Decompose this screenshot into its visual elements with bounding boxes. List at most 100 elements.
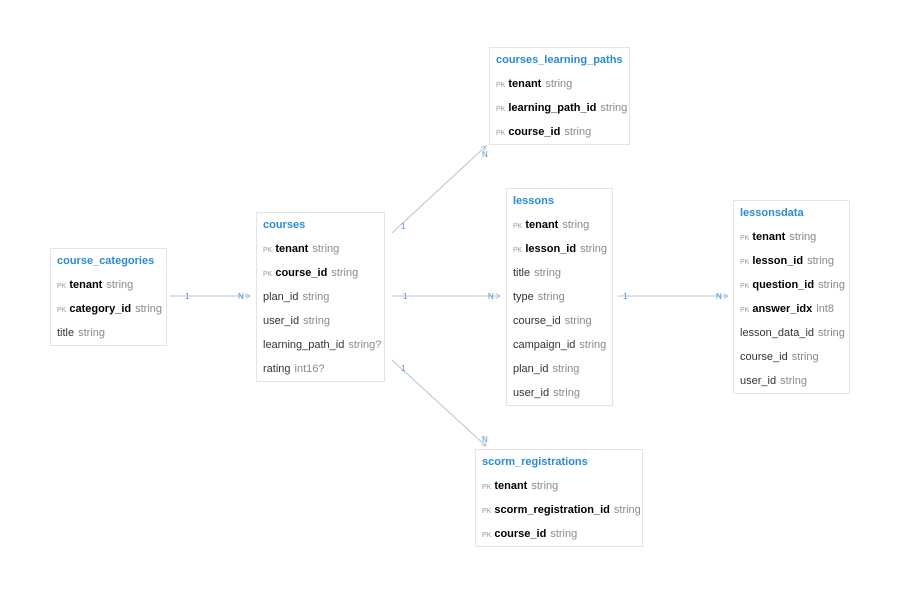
column-name: tenant (508, 78, 542, 90)
cardinality-from-label: 1 (401, 364, 406, 373)
relation-courses-scorm_registrations: 1N (391, 359, 488, 447)
column-type: string (302, 291, 330, 303)
primary-key-badge: PK (513, 247, 523, 254)
column-type: string (550, 528, 578, 540)
primary-key-badge: PK (496, 130, 506, 137)
column-type: string (564, 126, 592, 138)
column-name: type (513, 291, 534, 303)
column-type: string (600, 102, 628, 114)
column-type: string (580, 243, 607, 255)
primary-key-badge: PK (740, 235, 750, 242)
column-name: rating (263, 363, 291, 375)
column-name: course_id (740, 351, 788, 363)
cardinality-to-label: N (482, 150, 488, 159)
column-type: int8 (816, 303, 835, 315)
column-name: tenant (69, 279, 103, 291)
column-type: string (303, 315, 330, 327)
column-name: category_id (69, 303, 132, 315)
relation-line (391, 359, 487, 447)
cardinality-to-label: N (716, 292, 722, 301)
column-name: tenant (752, 231, 786, 243)
primary-key-badge: PK (496, 82, 506, 89)
column-name: course_id (494, 528, 547, 540)
primary-key-badge: PK (57, 307, 67, 314)
arrowhead-icon (245, 293, 252, 299)
column-name: course_id (275, 267, 328, 279)
column-name: tenant (525, 219, 559, 231)
column-type: string (331, 267, 359, 279)
relation-line (391, 145, 487, 234)
table-title: course_categories (57, 255, 155, 267)
table-title: courses_learning_paths (496, 54, 623, 66)
column-name: user_id (263, 315, 300, 327)
primary-key-badge: PK (263, 271, 273, 278)
column-type: string (545, 78, 573, 90)
column-name: plan_id (263, 291, 299, 303)
primary-key-badge: PK (496, 106, 506, 113)
cardinality-from-label: 1 (401, 222, 406, 231)
column-name: question_id (752, 279, 815, 291)
column-name: tenant (494, 480, 528, 492)
arrowhead-icon (723, 293, 730, 299)
primary-key-badge: PK (513, 223, 523, 230)
primary-key-badge: PK (482, 508, 492, 515)
column-name: tenant (275, 243, 309, 255)
column-name: scorm_registration_id (494, 504, 610, 516)
column-type: string (106, 279, 134, 291)
primary-key-badge: PK (740, 307, 750, 314)
table-title: scorm_registrations (482, 456, 588, 468)
column-name: plan_id (513, 363, 549, 375)
column-type: string (553, 387, 580, 399)
arrowhead-icon (495, 293, 502, 299)
arrowhead-icon (481, 441, 487, 447)
column-type: string (818, 327, 845, 339)
cardinality-from-label: 1 (623, 292, 628, 301)
cardinality-from-label: 1 (403, 292, 408, 301)
primary-key-badge: PK (740, 259, 750, 266)
column-type: string (531, 480, 559, 492)
column-name: lesson_data_id (740, 327, 815, 339)
column-type: string (537, 291, 565, 303)
column-type: string (534, 267, 562, 279)
primary-key-badge: PK (482, 484, 492, 491)
column-name: learning_path_id (263, 339, 345, 351)
